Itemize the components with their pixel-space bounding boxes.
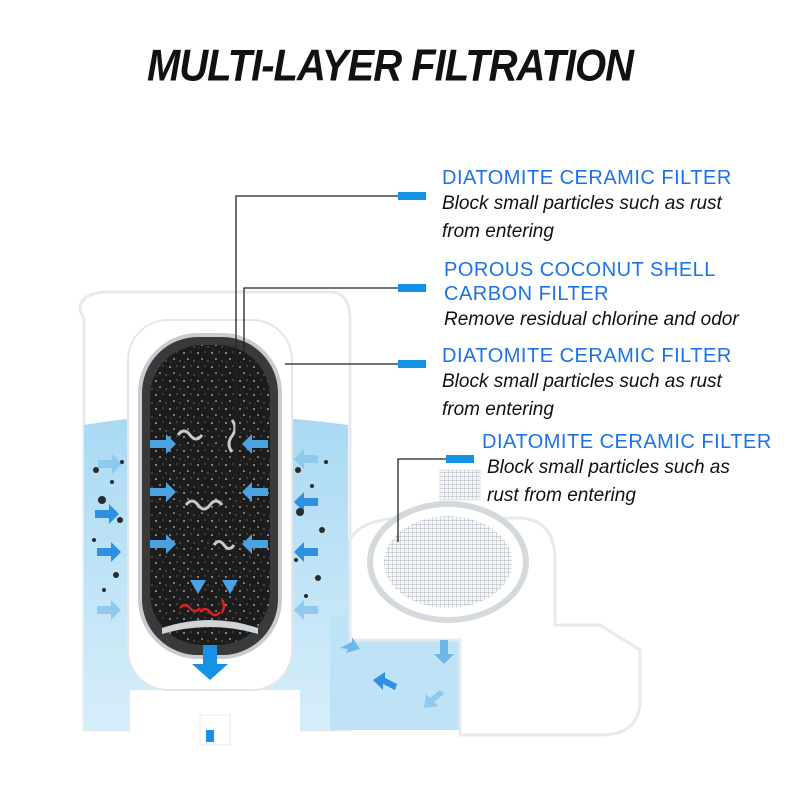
carbon-core [150, 345, 270, 645]
callout-heading: DIATOMITE CERAMIC FILTER [482, 431, 772, 453]
outflow-arrow [192, 645, 228, 680]
callout-desc-line: from entering [442, 399, 554, 420]
particles [92, 460, 328, 598]
callout-desc-line: Remove residual chlorine and odor [444, 309, 739, 330]
impurity-squiggles [179, 599, 226, 617]
callout-desc-line: rust from entering [487, 485, 636, 506]
callout-desc-line: from entering [442, 221, 554, 242]
water-channel [330, 615, 470, 730]
callout-heading: DIATOMITE CERAMIC FILTER [442, 167, 732, 189]
callout-desc-line: Block small particles such as rust [442, 193, 722, 214]
callout-desc-line: Block small particles such as rust [442, 371, 722, 392]
inflow-arrows [95, 449, 454, 708]
base-neck [199, 714, 231, 746]
ceramic-disc [162, 620, 258, 634]
callout-desc-line: Block small particles such as [487, 457, 730, 478]
leader-lines [235, 195, 446, 542]
page-title: MULTI-LAYER FILTRATION [146, 41, 634, 91]
callout-coconut-carbon: POROUS COCONUT SHELL CARBON FILTER Remov… [444, 258, 794, 334]
callout-heading: DIATOMITE CERAMIC FILTER [442, 345, 732, 367]
callout-markers [398, 192, 474, 463]
base-arrow [206, 730, 214, 742]
callout-diatomite-ceramic-3: DIATOMITE CERAMIC FILTER Block small par… [482, 430, 800, 510]
callout-diatomite-ceramic-1: DIATOMITE CERAMIC FILTER Block small par… [442, 166, 782, 246]
mesh-neck [439, 469, 481, 501]
callout-heading: CARBON FILTER [444, 283, 610, 305]
callout-diatomite-ceramic-2: DIATOMITE CERAMIC FILTER Block small par… [442, 344, 782, 424]
callout-heading: POROUS COCONUT SHELL [444, 259, 716, 281]
